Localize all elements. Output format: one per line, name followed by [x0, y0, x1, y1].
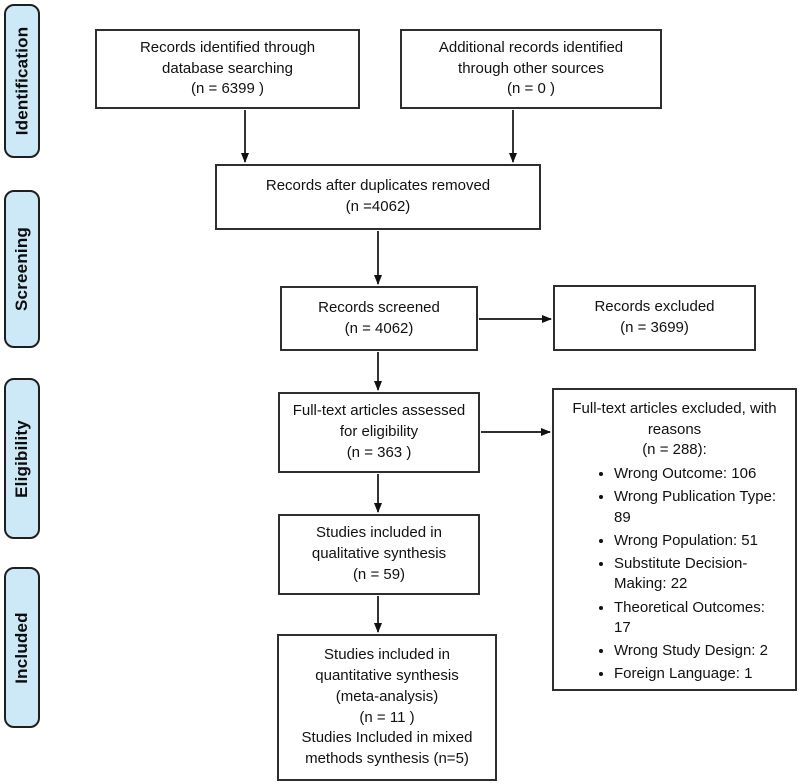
box-duplicates-removed-text: Records after duplicates removed (n =406…	[265, 177, 491, 215]
box-additional-records-text: Additional records identified through ot…	[438, 38, 624, 98]
box-qualitative-synthesis: Studies included in qualitative synthesi…	[278, 514, 480, 595]
reason-item: Foreign Language: 1	[614, 664, 779, 684]
box-records-screened: Records screened (n = 4062)	[280, 286, 478, 351]
box-records-identified-text: Records identified through database sear…	[139, 38, 316, 98]
reason-item: Substitute Decision-Making: 22	[614, 554, 779, 595]
fulltext-excluded-heading: Full-text articles excluded, with reason…	[572, 400, 777, 459]
stage-eligibility-label: Eligibility	[12, 419, 32, 498]
box-records-identified: Records identified through database sear…	[95, 29, 360, 109]
box-fulltext-assessed: Full-text articles assessed for eligibil…	[278, 392, 480, 473]
stage-eligibility: Eligibility	[4, 378, 40, 539]
box-records-excluded: Records excluded (n = 3699)	[553, 285, 756, 351]
fulltext-excluded-content: Full-text articles excluded, with reason…	[554, 390, 795, 692]
reason-item: Wrong Population: 51	[614, 531, 779, 551]
stage-identification-label: Identification	[12, 26, 32, 136]
reason-item: Theoretical Outcomes: 17	[614, 598, 779, 639]
box-qualitative-synthesis-text: Studies included in qualitative synthesi…	[311, 524, 447, 583]
stage-screening: Screening	[4, 190, 40, 348]
box-records-screened-text: Records screened (n = 4062)	[318, 298, 440, 337]
box-quantitative-synthesis-text: Studies included in quantitative synthes…	[301, 646, 473, 767]
stage-included-label: Included	[12, 611, 31, 684]
box-records-excluded-text: Records excluded (n = 3699)	[594, 298, 715, 336]
reason-item: Wrong Outcome: 106	[614, 464, 779, 484]
stage-identification: Identification	[4, 4, 40, 158]
fulltext-excluded-reason-list: Wrong Outcome: 106 Wrong Publication Typ…	[558, 464, 791, 685]
box-quantitative-synthesis: Studies included in quantitative synthes…	[277, 634, 497, 781]
reason-item: Wrong Study Design: 2	[614, 641, 779, 661]
box-additional-records: Additional records identified through ot…	[400, 29, 662, 109]
box-duplicates-removed: Records after duplicates removed (n =406…	[215, 164, 541, 230]
box-fulltext-assessed-text: Full-text articles assessed for eligibil…	[292, 402, 466, 461]
reason-item: Wrong Publication Type: 89	[614, 487, 779, 528]
stage-screening-label: Screening	[12, 227, 31, 311]
box-fulltext-excluded-reasons: Full-text articles excluded, with reason…	[552, 388, 797, 691]
stage-included: Included	[4, 567, 40, 728]
